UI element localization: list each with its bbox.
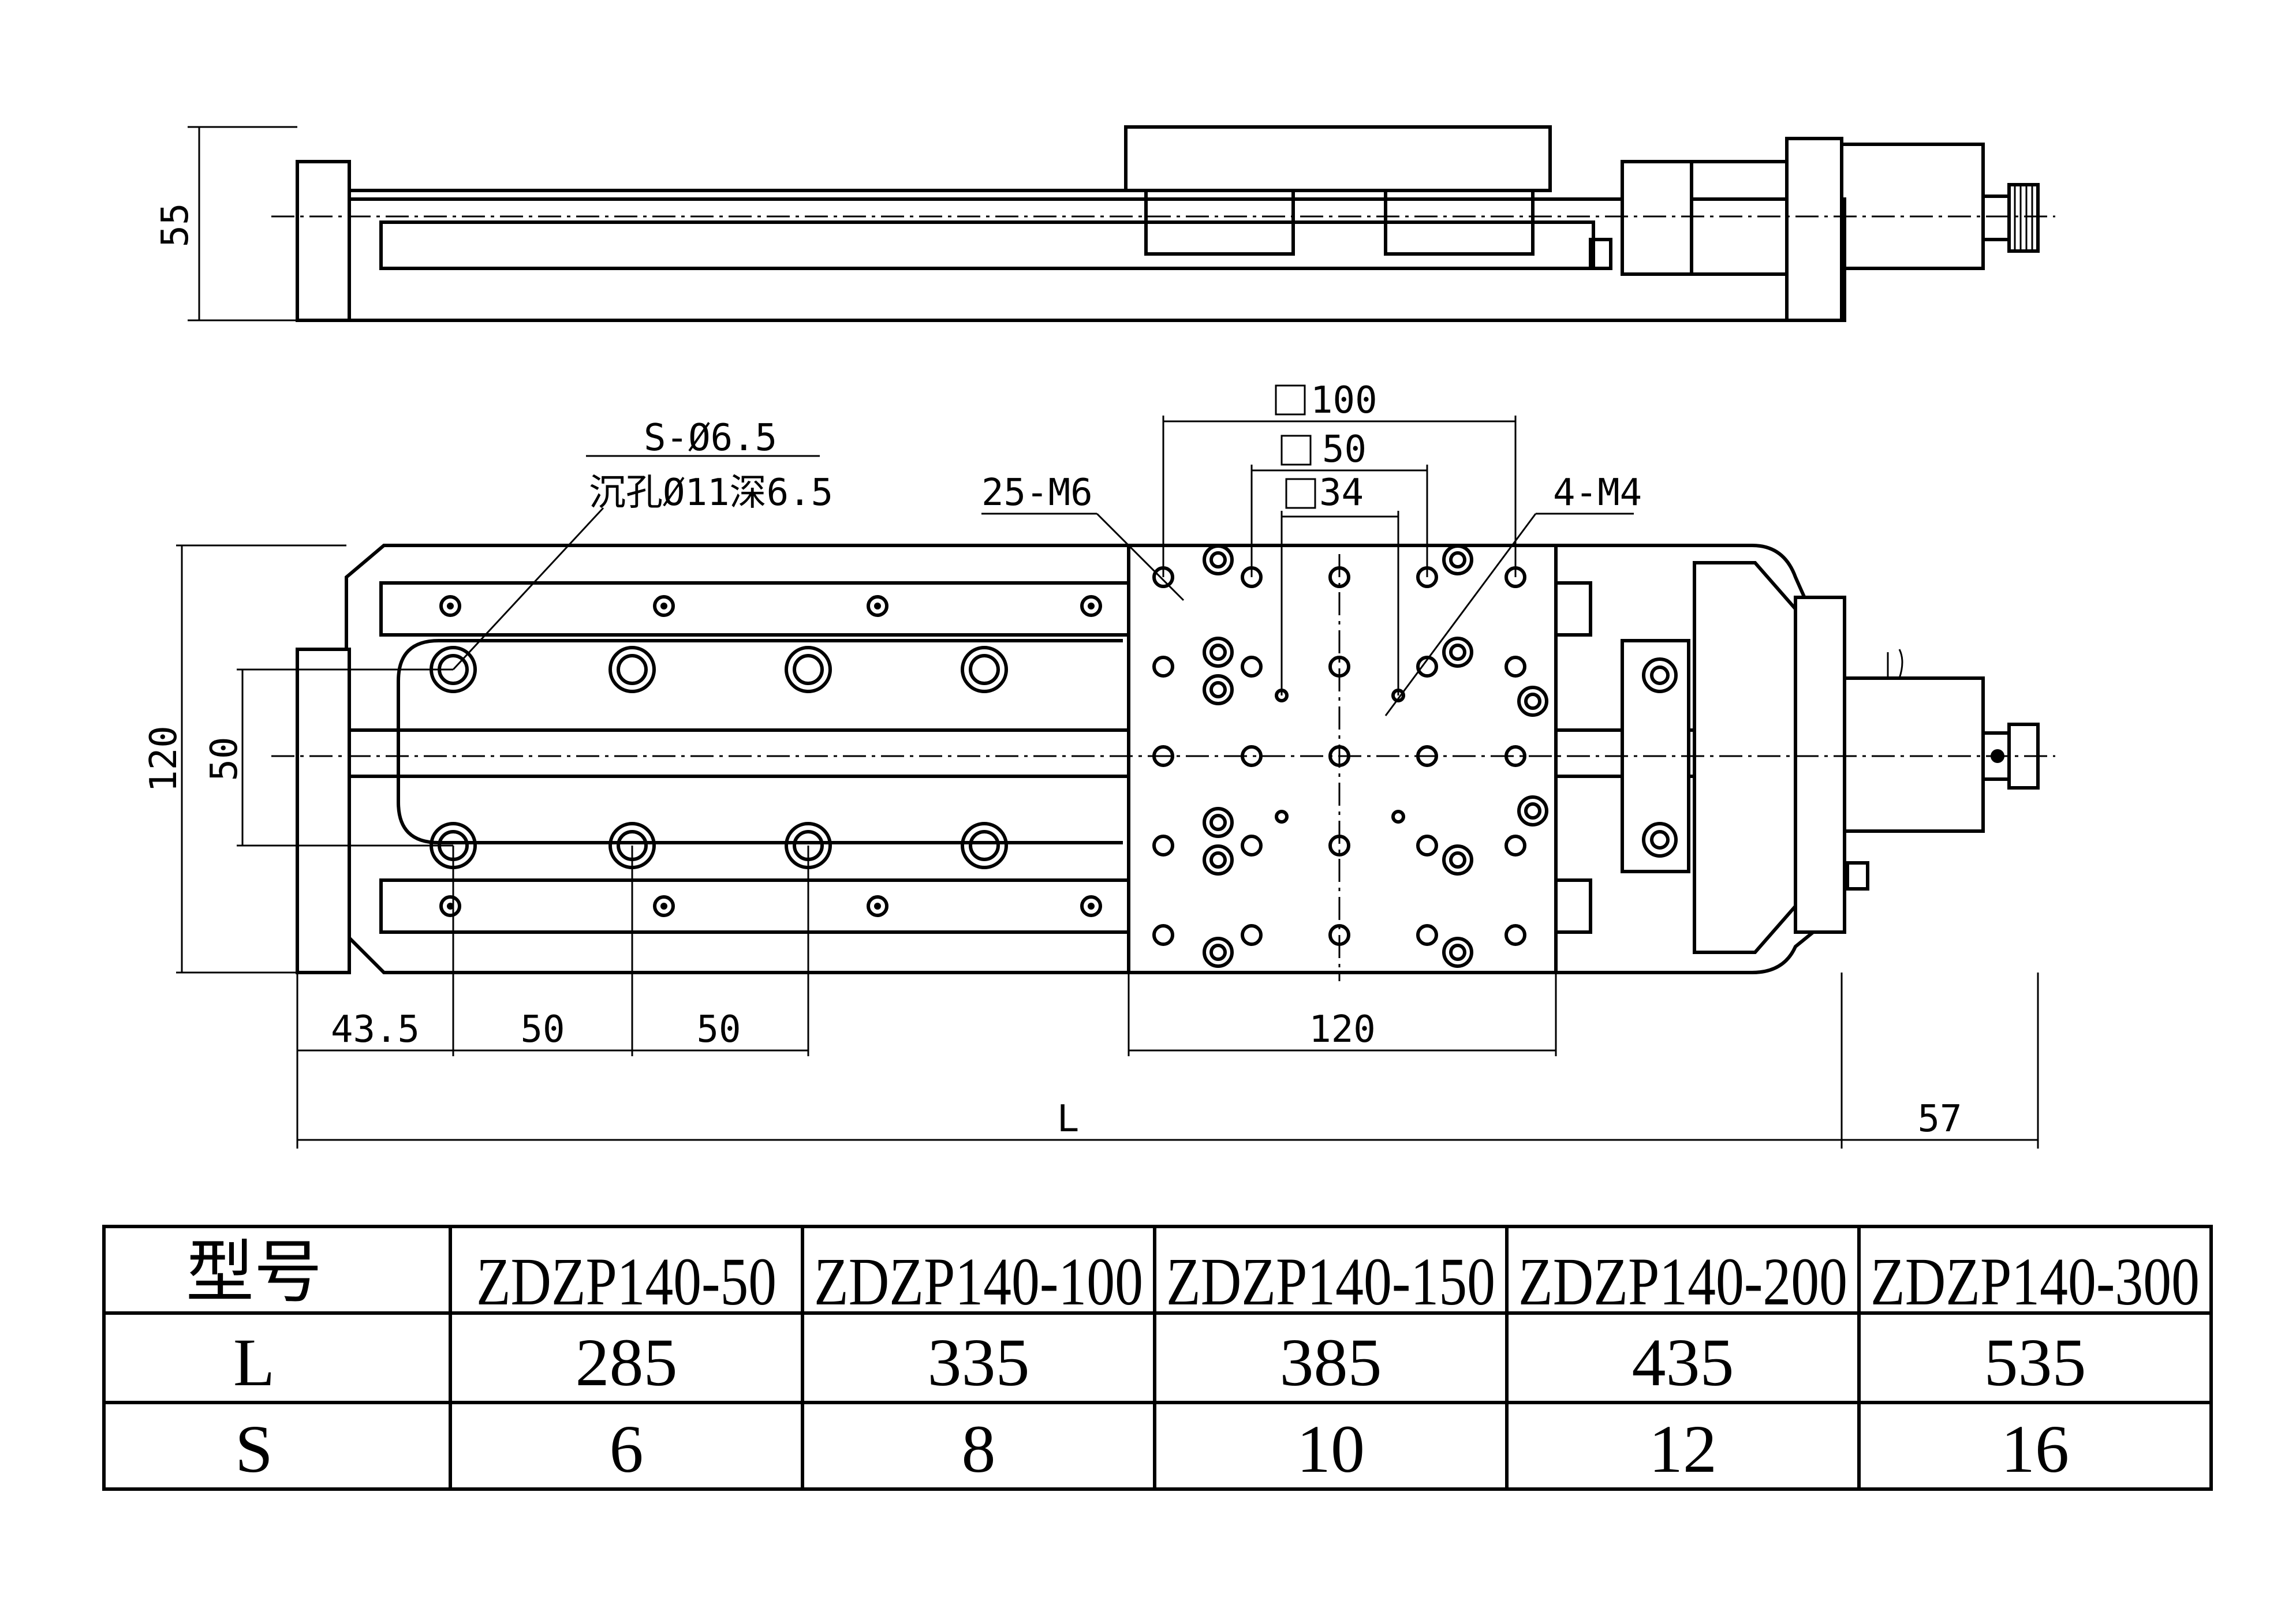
carriage-thread-grid (1152, 554, 1526, 981)
square-dimensions: 100 50 34 (1162, 379, 1517, 695)
s-value-5: 16 (2001, 1411, 2069, 1487)
l-value-3: 385 (1280, 1325, 1382, 1400)
side-view: 55 (154, 125, 2055, 322)
row-label-s: S (235, 1411, 273, 1487)
square-34-label: 34 (1319, 472, 1364, 514)
l-value-1: 285 (576, 1325, 678, 1400)
square-100-label: 100 (1311, 379, 1377, 422)
plan-height-label: 120 (143, 726, 185, 792)
l-value-2: 335 (928, 1325, 1030, 1400)
table-threads-callout: 25-M6 (981, 472, 1093, 514)
s-value-3: 10 (1297, 1411, 1365, 1487)
hole-pitch-1-label: 50 (520, 1008, 565, 1051)
spec-table: 型号 ZDZP140-50 ZDZP140-100 ZDZP140-150 ZD… (102, 1225, 2213, 1491)
plan-view: 100 50 34 S-Ø6.5 沉孔Ø11深6.5 25-M6 4-M4 (143, 379, 2055, 1149)
hole-pitch-2-label: 50 (696, 1008, 741, 1051)
model-column-5: ZDZP140-300 (1871, 1244, 2200, 1319)
model-column-3: ZDZP140-150 (1166, 1244, 1495, 1319)
start-offset-label: 43.5 (331, 1008, 420, 1051)
model-column-4: ZDZP140-200 (1518, 1244, 1847, 1319)
table-header-label: 型号 (186, 1235, 322, 1311)
s-value-1: 6 (610, 1411, 644, 1487)
side-height-label: 55 (154, 203, 197, 247)
l-value-5: 535 (1984, 1325, 2086, 1400)
model-column-2: ZDZP140-100 (814, 1244, 1143, 1319)
l-value-4: 435 (1632, 1325, 1734, 1400)
mount-holes-callout-line1: S-Ø6.5 (644, 417, 777, 459)
callout-leaders: S-Ø6.5 沉孔Ø11深6.5 25-M6 4-M4 (452, 417, 1642, 716)
table-width-label: 120 (1309, 1008, 1376, 1051)
center-threads-callout: 4-M4 (1553, 472, 1642, 514)
counterbore-holes (430, 646, 1008, 869)
overall-length-label: L (1057, 1098, 1080, 1140)
model-column-1: ZDZP140-50 (476, 1244, 776, 1319)
mount-holes-callout-line2: 沉孔Ø11深6.5 (589, 472, 833, 514)
s-value-2: 8 (962, 1411, 996, 1487)
square-50-label: 50 (1322, 428, 1367, 471)
slot-spacing-label: 50 (203, 736, 246, 781)
s-value-4: 12 (1649, 1411, 1717, 1487)
carriage-counterbores (1203, 544, 1548, 968)
motor-extension-label: 57 (1917, 1098, 1962, 1140)
rail-screws (439, 595, 1102, 917)
row-label-l: L (233, 1325, 275, 1400)
